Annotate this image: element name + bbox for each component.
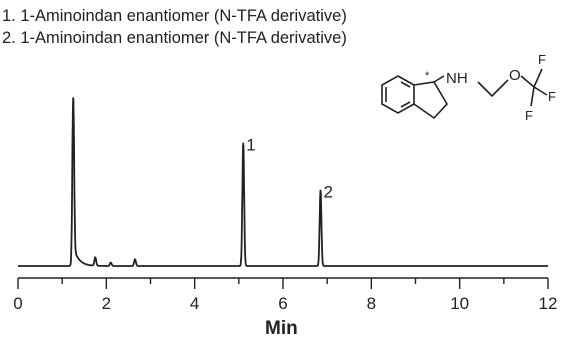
fluorine-label: F <box>525 108 533 123</box>
x-tick-label: 12 <box>539 294 558 313</box>
bond-c-f <box>530 86 535 107</box>
amine-label: NH <box>446 70 468 87</box>
x-axis-label: Min <box>265 318 298 339</box>
stereo-marker: * <box>425 70 430 82</box>
x-tick-label: 6 <box>278 294 287 313</box>
chromatogram-trace <box>17 97 549 267</box>
cyclopentane-ring <box>413 81 448 120</box>
legend-item-1: 1. 1-Aminoindan enantiomer (N-TFA deriva… <box>2 7 347 25</box>
bond-o-c <box>520 68 543 89</box>
peak-label-1: 1 <box>246 135 255 154</box>
oxygen-label: O <box>509 67 521 84</box>
x-axis-ticks: 0 2 4 6 8 10 12 <box>13 278 557 313</box>
x-tick-label: 4 <box>190 294 199 313</box>
peak-labels: 12 <box>246 135 333 201</box>
bond-n-ch2-o <box>477 79 509 98</box>
bond-c-f <box>533 86 548 96</box>
ring-double-bond <box>400 81 411 88</box>
fluorine-label: F <box>548 89 556 104</box>
legend: 1. 1-Aminoindan enantiomer (N-TFA deriva… <box>2 5 347 49</box>
x-tick-label: 0 <box>13 294 22 313</box>
fluorine-label: F <box>538 52 546 67</box>
peak-label-2: 2 <box>324 182 333 201</box>
bond-c-n <box>433 75 445 83</box>
x-tick-label: 2 <box>102 294 111 313</box>
x-tick-label: 10 <box>450 294 469 313</box>
ring-double-bond <box>400 101 411 108</box>
legend-item-2: 2. 1-Aminoindan enantiomer (N-TFA deriva… <box>2 29 347 47</box>
x-tick-label: 8 <box>367 294 376 313</box>
molecule-structure: * NH O F F F <box>381 52 556 123</box>
